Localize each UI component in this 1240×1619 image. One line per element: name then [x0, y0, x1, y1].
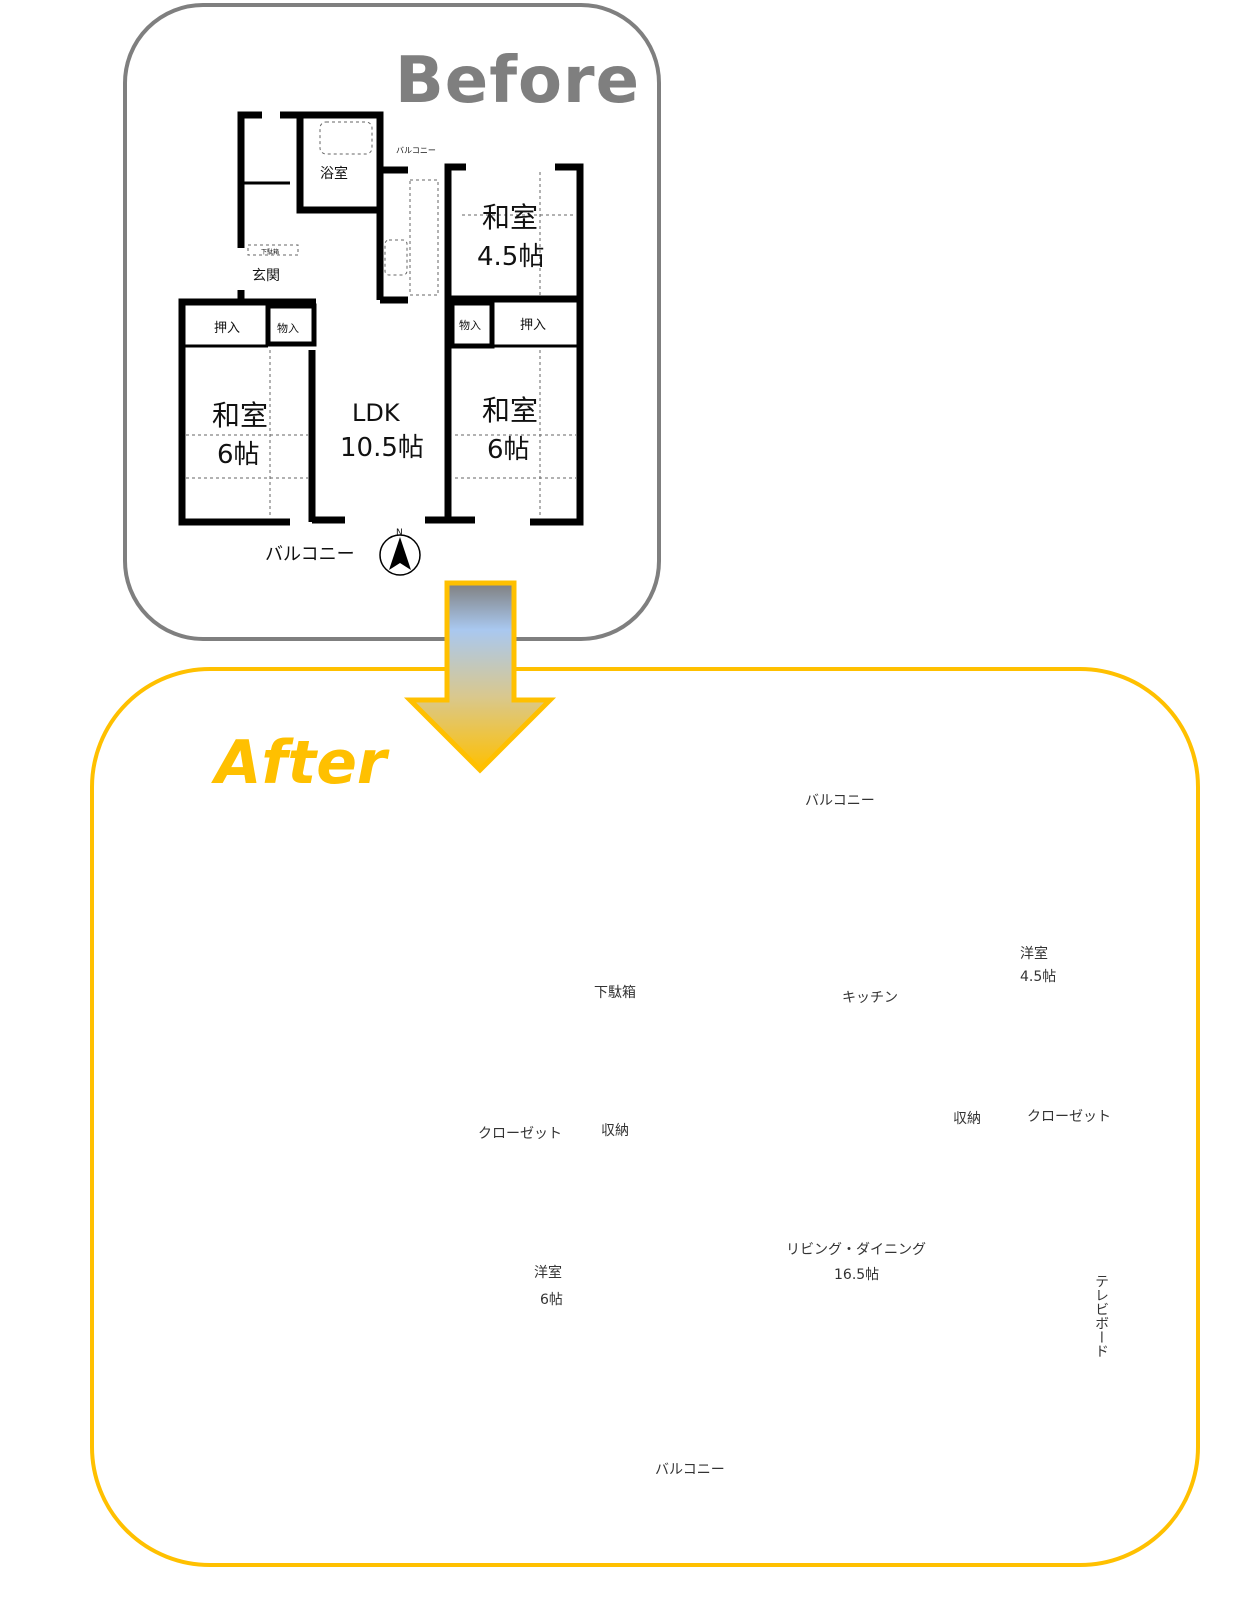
label-balcony-top: バルコニー [805, 793, 875, 809]
down-arrow-icon [403, 580, 557, 774]
compass-icon: N [379, 528, 421, 576]
before-panel [123, 3, 661, 641]
after-title: After [215, 728, 387, 798]
label-washitsu-6-left: 和室 [212, 399, 268, 432]
label-kitchen: キッチン [842, 990, 898, 1006]
after-panel [90, 667, 1200, 1567]
label-monoire-right: 物入 [459, 318, 481, 332]
label-entrance: 玄関 [252, 267, 280, 284]
label-tv-board: テレビボード [1093, 1274, 1109, 1358]
label-washitsu-6-right: 和室 [482, 394, 538, 427]
label-living-dining-size: 16.5帖 [834, 1267, 880, 1283]
label-western-45: 洋室 [1020, 946, 1048, 962]
label-balcony-bottom: バルコニー [655, 1462, 725, 1478]
label-ldk: LDK [352, 399, 401, 427]
label-closet-right: クローゼット [1027, 1109, 1111, 1125]
label-living-dining: リビング・ダイニング [786, 1242, 926, 1258]
label-oshiire-right: 押入 [520, 318, 546, 333]
label-balcony: バルコニー [265, 544, 355, 565]
label-western-6: 洋室 [534, 1265, 562, 1281]
label-shoe-box: 下駄箱 [594, 985, 636, 1001]
label-western-6-size: 6帖 [540, 1292, 563, 1308]
fixtures [186, 121, 576, 518]
label-monoire-left: 物入 [277, 321, 299, 335]
svg-text:N: N [396, 528, 403, 538]
label-bath: 浴室 [320, 165, 348, 182]
label-storage-right: 収納 [953, 1111, 981, 1127]
label-ldk-size: 10.5帖 [340, 433, 424, 463]
label-washitsu-6-right-size: 6帖 [487, 435, 530, 465]
label-western-45-size: 4.5帖 [1020, 969, 1057, 985]
label-storage-left: 収納 [601, 1123, 629, 1139]
label-washitsu-6-left-size: 6帖 [217, 440, 260, 470]
before-floor-plan: N 浴室 バルコニー 下駄箱 玄関 和室 4.5帖 押入 物入 物入 押入 和室… [178, 111, 584, 576]
label-washitsu-45-size: 4.5帖 [477, 242, 544, 272]
label-closet-left: クローゼット [478, 1126, 562, 1142]
label-washitsu-45: 和室 [482, 201, 538, 234]
before-title: Before [395, 44, 640, 118]
label-oshiire-left: 押入 [214, 321, 240, 336]
walls [178, 111, 584, 526]
label-shoe-box: 下駄箱 [261, 248, 279, 256]
label-balcony-small: バルコニー [396, 146, 436, 155]
